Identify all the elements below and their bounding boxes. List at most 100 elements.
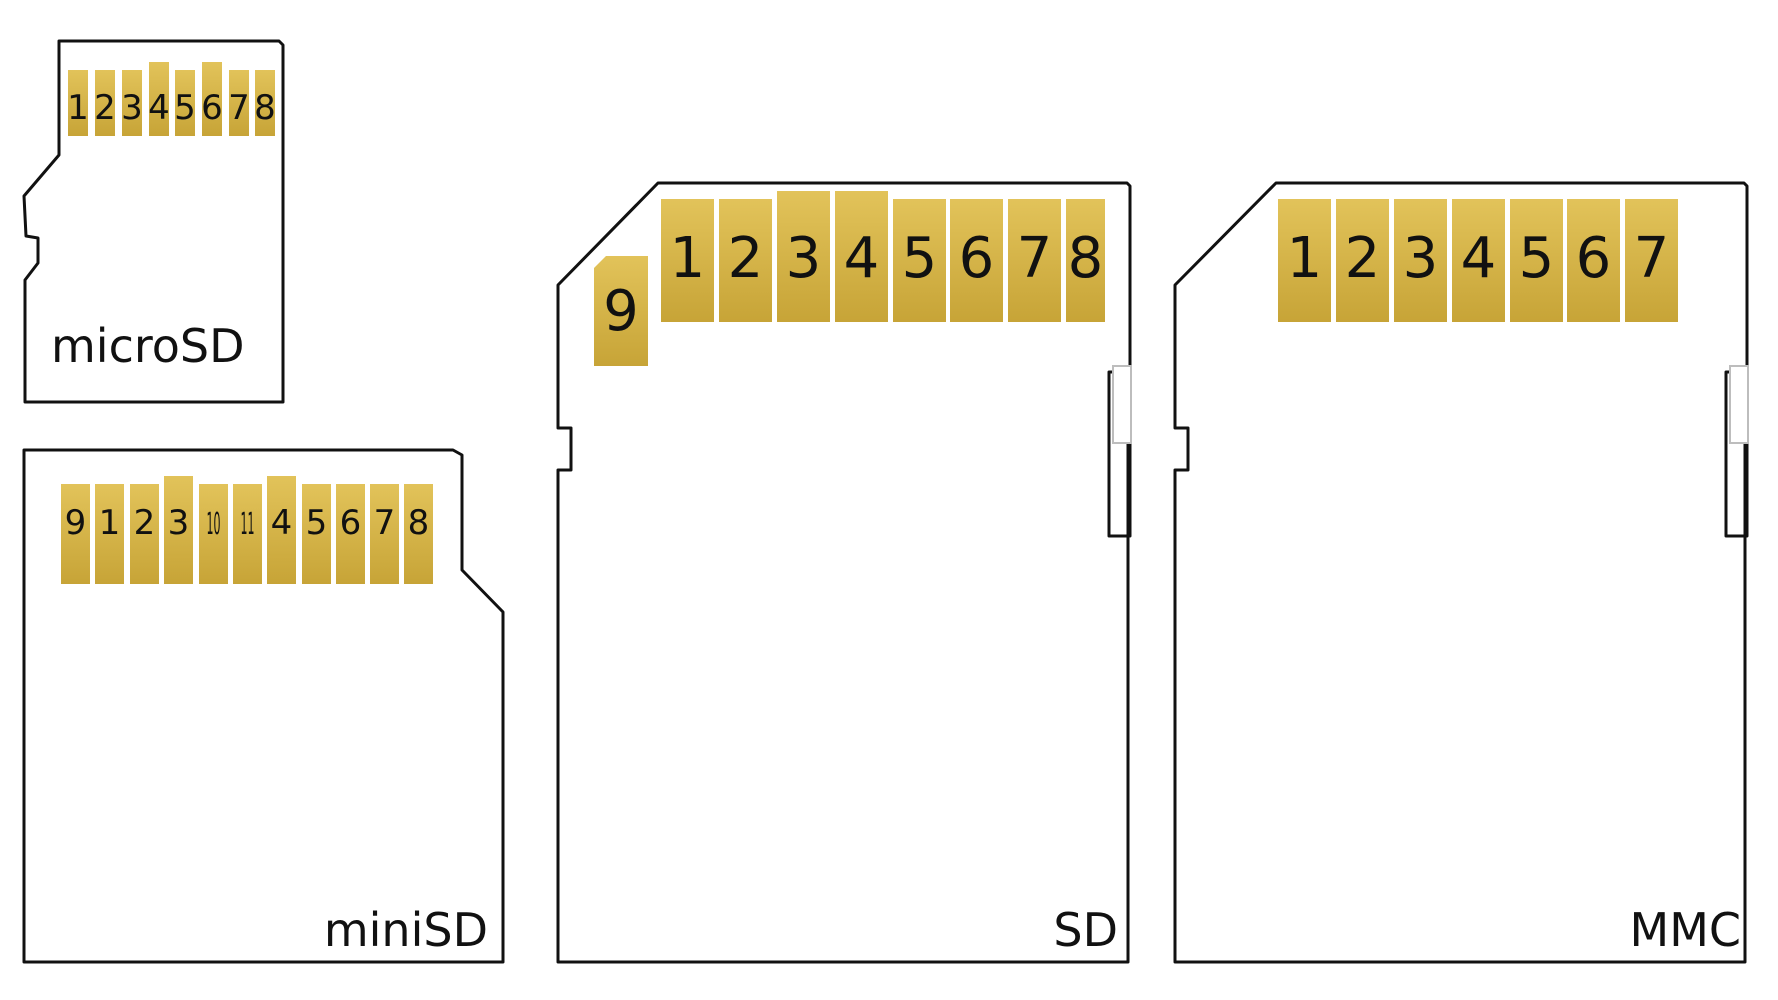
minisd-pin-label: 2: [134, 503, 156, 543]
mmc-contact-pad: [1452, 199, 1505, 322]
minisd-contact-pad: [199, 484, 228, 584]
microsd-contact-pad: [95, 70, 115, 136]
mmc-contact-6: 6: [1567, 199, 1620, 322]
sd-contact-pad: [661, 199, 714, 322]
minisd-contact-7: 7: [370, 484, 399, 584]
mmc-pin-label: 1: [1287, 226, 1323, 291]
sd-contact-pad: [719, 199, 772, 322]
sd-contact-9-pad: [594, 256, 648, 366]
microsd-pin-label: 7: [228, 88, 250, 128]
minisd-contact-6: 6: [336, 484, 365, 584]
mmc-contact-4: 4: [1452, 199, 1505, 322]
minisd-contact-pad: [267, 476, 296, 584]
minisd-contact-pad: [370, 484, 399, 584]
microsd-contact-pad: [68, 70, 88, 136]
mmc-contact-3: 3: [1394, 199, 1447, 322]
mmc-contact-1: 1: [1278, 199, 1331, 322]
mmc-pin-label: 3: [1403, 226, 1439, 291]
sd-contact-9: 9: [594, 256, 648, 366]
mmc-card: 1 2 3 4 5 6 7: [1173, 181, 1749, 964]
sd-pin-label: 4: [844, 226, 880, 291]
sd-pin-label: 6: [959, 226, 995, 291]
mmc-contact-pad: [1278, 199, 1331, 322]
sd-contact-7: 7: [1008, 199, 1061, 322]
microsd-pin-label: 6: [201, 88, 223, 128]
minisd-card: 9 1 2 3 10 11: [22, 448, 505, 964]
sd-pin-label: 3: [786, 226, 822, 291]
microsd-contact-3: 3: [121, 70, 143, 136]
minisd-pin-label: 11: [241, 507, 255, 542]
sd-pin-label: 1: [670, 226, 706, 291]
minisd-contact-pad: [61, 484, 90, 584]
mmc-contact-2: 2: [1336, 199, 1389, 322]
sd-pin-label: 8: [1068, 226, 1104, 291]
sd-pin-label: 5: [902, 226, 938, 291]
mmc-pin-label: 7: [1634, 226, 1670, 291]
microsd-pin-label: 8: [254, 88, 276, 128]
sd-contact-row: 1 2 3 4 5 6 7: [661, 191, 1105, 322]
minisd-pin-label: 6: [340, 503, 362, 543]
minisd-contact-pad: [95, 484, 124, 584]
mmc-contact-7: 7: [1625, 199, 1678, 322]
minisd-contact-pad: [130, 484, 159, 584]
minisd-label: miniSD: [324, 903, 488, 957]
microsd-pin-label: 5: [174, 88, 196, 128]
microsd-pin-label: 2: [94, 88, 116, 128]
mmc-label: MMC: [1630, 903, 1742, 957]
minisd-contact-pad: [164, 476, 193, 584]
minisd-contact-pad: [233, 484, 262, 584]
sd-contact-6: 6: [950, 199, 1003, 322]
mmc-contact-pad: [1336, 199, 1389, 322]
minisd-pin-label: 7: [374, 503, 396, 543]
mmc-pin-label: 6: [1576, 226, 1612, 291]
sd-pin-label: 9: [603, 279, 639, 344]
minisd-contact-9: 9: [61, 484, 90, 584]
sd-contact-4: 4: [835, 191, 888, 322]
minisd-contact-1: 1: [95, 484, 124, 584]
microsd-contact-pad: [229, 70, 249, 136]
minisd-pin-label: 1: [99, 503, 121, 543]
sd-contact-1: 1: [661, 199, 714, 322]
minisd-contact-4: 4: [267, 476, 296, 584]
mmc-contact-5: 5: [1510, 199, 1563, 322]
minisd-pin-label: 10: [207, 507, 221, 542]
microsd-pin-label: 3: [121, 88, 143, 128]
minisd-contact-3: 3: [164, 476, 193, 584]
sd-card: 9 1 2 3 4 5: [556, 181, 1132, 964]
minisd-contact-10: 10: [199, 484, 228, 584]
microsd-contact-8: 8: [254, 70, 276, 136]
minisd-pin-label: 8: [408, 503, 430, 543]
mmc-contact-pad: [1567, 199, 1620, 322]
mmc-contact-pad: [1394, 199, 1447, 322]
sd-contact-pad: [1008, 199, 1061, 322]
microsd-pin-label: 4: [148, 88, 170, 128]
mmc-pin-label: 4: [1461, 226, 1497, 291]
sd-card-outline: [556, 181, 1132, 964]
sd-label: SD: [1053, 903, 1118, 957]
microsd-contact-1: 1: [67, 70, 89, 136]
microsd-pin-label: 1: [67, 88, 89, 128]
microsd-contact-pad: [122, 70, 142, 136]
mmc-pin-label: 5: [1519, 226, 1555, 291]
microsd-contact-6: 6: [201, 62, 223, 136]
microsd-contact-pad: [202, 62, 222, 136]
minisd-contact-pad: [336, 484, 365, 584]
microsd-contact-pad: [149, 62, 169, 136]
microsd-card: 1 2 3 4 5 6 7: [22, 39, 285, 404]
sd-contact-8: 8: [1066, 199, 1105, 322]
mmc-contact-pad: [1510, 199, 1563, 322]
mmc-notch-insert: [1729, 365, 1749, 444]
sd-contact-2: 2: [719, 199, 772, 322]
minisd-pin-label: 3: [168, 503, 190, 543]
microsd-contact-pad: [175, 70, 195, 136]
sd-write-protect-switch: [1112, 365, 1132, 444]
microsd-contact-pad: [255, 70, 275, 136]
minisd-pin-label: 4: [271, 503, 293, 543]
minisd-contact-row: 9 1 2 3 10 11: [61, 476, 433, 584]
microsd-label: microSD: [51, 319, 245, 373]
minisd-pin-label: 9: [65, 503, 87, 543]
microsd-contact-5: 5: [174, 70, 196, 136]
sd-pin-label: 7: [1017, 226, 1053, 291]
sd-contact-5: 5: [893, 199, 946, 322]
